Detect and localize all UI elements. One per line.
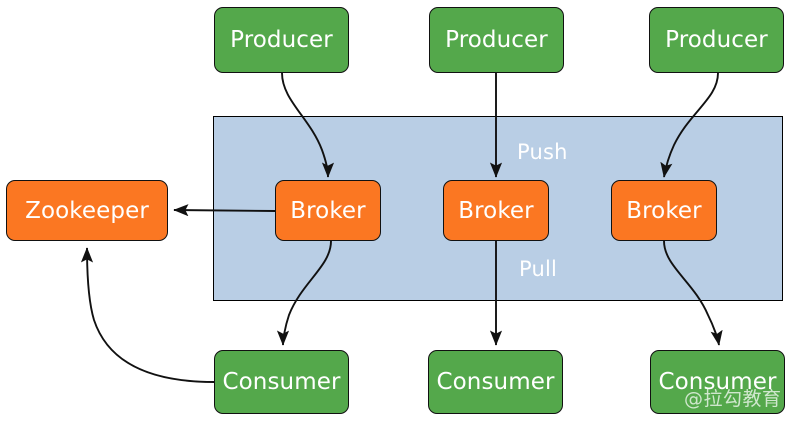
zookeeper-node[interactable]: Zookeeper xyxy=(6,180,168,241)
broker-node-1[interactable]: Broker xyxy=(275,180,381,241)
producer-label-2: Producer xyxy=(445,27,548,53)
edge-consumer1-to-zookeeper xyxy=(80,247,215,383)
producer-label-1: Producer xyxy=(230,27,333,53)
consumer-node-3[interactable]: Consumer xyxy=(650,350,785,414)
pull-label: Pull xyxy=(519,257,558,281)
push-label: Push xyxy=(517,140,568,164)
consumer-node-1[interactable]: Consumer xyxy=(214,350,349,414)
zookeeper-label: Zookeeper xyxy=(25,197,149,224)
broker-label-2: Broker xyxy=(458,197,534,224)
producer-label-3: Producer xyxy=(665,27,768,53)
producer-node-2[interactable]: Producer xyxy=(429,7,564,73)
producer-node-3[interactable]: Producer xyxy=(649,7,784,73)
consumer-label-1: Consumer xyxy=(222,369,341,395)
broker-label-1: Broker xyxy=(290,197,366,224)
consumer-label-2: Consumer xyxy=(436,369,555,395)
broker-node-3[interactable]: Broker xyxy=(611,180,717,241)
broker-node-2[interactable]: Broker xyxy=(443,180,549,241)
broker-label-3: Broker xyxy=(626,197,702,224)
producer-node-1[interactable]: Producer xyxy=(214,7,349,73)
consumer-node-2[interactable]: Consumer xyxy=(428,350,563,414)
consumer-label-3: Consumer xyxy=(658,369,777,395)
